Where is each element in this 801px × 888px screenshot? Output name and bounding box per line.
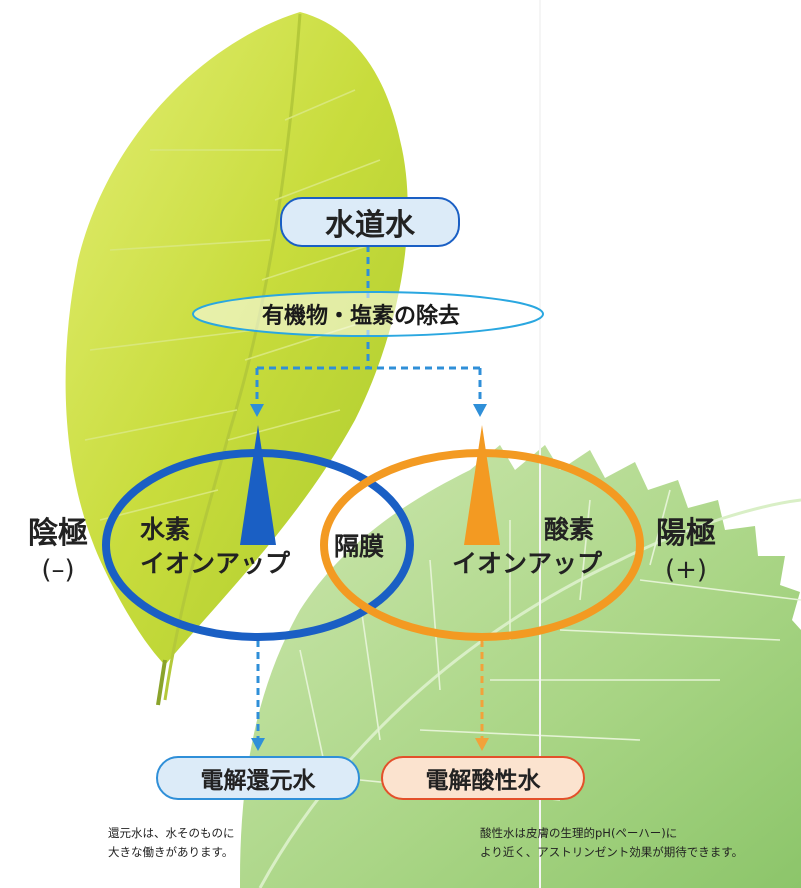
reduced-water-label: 電解還元水 [200,768,316,794]
oxygen-label-group: 酸素 イオンアップ [452,513,602,581]
acidic-water-note-line1: 酸性水は皮膚の生理的pH(ペーハー)に [480,826,678,840]
membrane-label: 隔膜 [334,532,385,561]
arrow-head-icon [251,738,265,751]
flow-connectors [250,245,489,751]
hydrogen-line1: 水素 [140,515,191,544]
arrow-head-icon [475,738,489,751]
acidic-water-node: 電解酸性水 [381,756,585,800]
cathode-label: 陰極 [28,516,88,551]
oxygen-rise-triangle [464,425,500,545]
source-node: 水道水 [280,197,460,247]
reduced-water-note-line2: 大きな働きがあります。 [108,845,234,859]
arrow-head-icon [473,404,487,417]
anode-label-group: 陽極 (+) [646,516,726,588]
reduced-water-note: 還元水は、水そのものに 大きな働きがあります。 [108,824,235,862]
oxygen-line1: 酸素 [544,515,595,544]
oxygen-line2: イオンアップ [452,549,603,578]
hydrogen-label-group: 水素 イオンアップ [140,513,290,581]
source-label: 水道水 [325,208,415,243]
hydrogen-rise-triangle [240,425,276,545]
reduced-water-note-line1: 還元水は、水そのものに [108,826,235,840]
cathode-label-group: 陰極 (–) [18,516,98,588]
filter-label: 有機物・塩素の除去 [262,304,461,329]
acidic-water-note: 酸性水は皮膚の生理的pH(ペーハー)に より近く、アストリンゼント効果が期待でき… [480,824,743,862]
green-leaf-illustration [240,445,801,888]
yellow-leaf-illustration [65,12,408,706]
reduced-water-node: 電解還元水 [156,756,360,800]
arrow-head-icon [250,404,264,417]
acidic-water-label: 電解酸性水 [425,768,541,794]
filter-ellipse [192,291,544,337]
hydrogen-line2: イオンアップ [140,549,291,578]
anode-label: 陽極 [656,516,716,551]
cathode-sign: (–) [41,555,75,585]
acidic-water-note-line2: より近く、アストリンゼント効果が期待できます。 [480,845,744,859]
anode-sign: (+) [664,555,708,585]
